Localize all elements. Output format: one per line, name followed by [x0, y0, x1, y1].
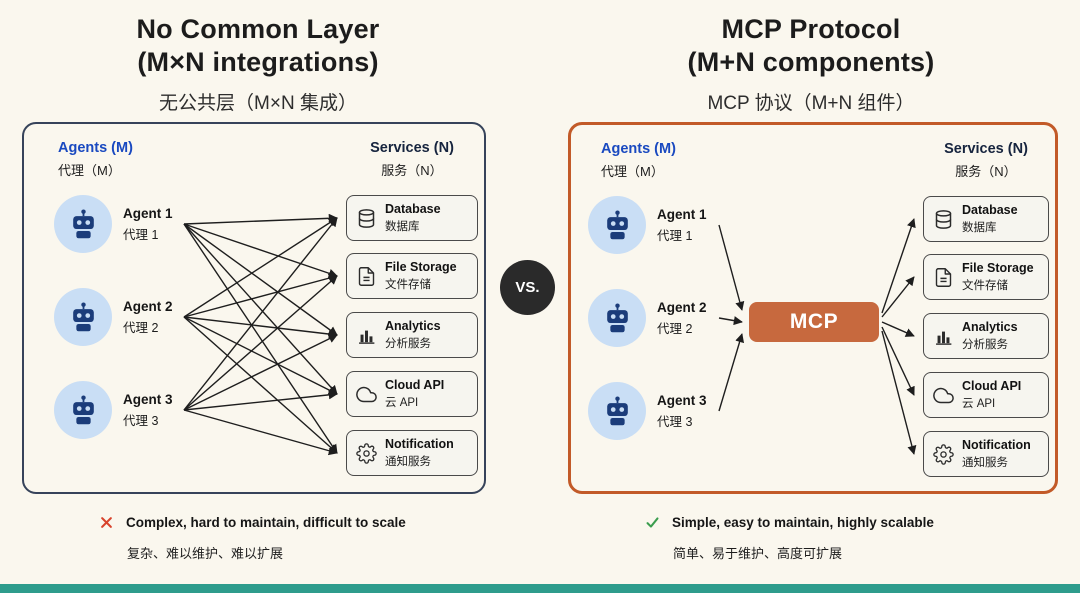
left-agents-header: Agents (M) 代理（M） — [58, 140, 133, 179]
left-title-line1: No Common Layer — [136, 14, 380, 44]
services-header-label-zh: 服务（N） — [955, 164, 1017, 179]
service-label-zh: 云 API — [962, 398, 996, 410]
agent-1: Agent 1 代理 1 — [54, 195, 173, 253]
agent-3: Agent 3 代理 3 — [588, 382, 707, 440]
right-subtitle: MCP 协议（M+N 组件） — [707, 93, 915, 114]
database-icon — [933, 209, 954, 230]
service-label: Notification — [962, 438, 1031, 452]
service-label: File Storage — [962, 261, 1034, 275]
cloud-icon — [933, 385, 954, 406]
robot-icon — [54, 195, 112, 253]
vs-badge: VS. — [500, 260, 555, 315]
agent-2: Agent 2 代理 2 — [54, 288, 173, 346]
service-box-database: Database 数据库 — [923, 196, 1049, 242]
agent-label: Agent 1 — [657, 206, 707, 222]
agents-header-label: Agents (M) — [58, 140, 133, 156]
service-label: Analytics — [385, 319, 441, 333]
services-header-label-zh: 服务（N） — [381, 163, 443, 178]
agent-1: Agent 1 代理 1 — [588, 196, 707, 254]
left-title-block: No Common Layer (M×N integrations) 无公共层（… — [0, 13, 516, 115]
service-label: Database — [385, 202, 441, 216]
agent-label: Agent 3 — [123, 391, 173, 407]
agent-label: Agent 1 — [123, 205, 173, 221]
agent-label: Agent 2 — [657, 299, 707, 315]
service-box-cloud-api: Cloud API 云 API — [346, 371, 478, 417]
right-title-line2: (M+N components) — [687, 47, 935, 77]
file-icon — [356, 266, 377, 287]
agent-label: Agent 2 — [123, 298, 173, 314]
bar-chart-icon — [933, 326, 954, 347]
robot-icon — [54, 288, 112, 346]
service-label: Notification — [385, 437, 454, 451]
bottom-accent-bar — [0, 584, 1080, 593]
right-services-header: Services (N) 服务（N） — [923, 141, 1049, 180]
service-label-zh: 分析服务 — [962, 339, 1008, 351]
service-label-zh: 云 API — [385, 397, 419, 409]
agent-label-zh: 代理 1 — [657, 228, 693, 243]
robot-icon — [588, 382, 646, 440]
service-label: Cloud API — [385, 378, 445, 392]
agents-header-label-zh: 代理（M） — [58, 163, 121, 178]
service-label-zh: 通知服务 — [385, 456, 431, 468]
right-title-block: MCP Protocol (M+N components) MCP 协议（M+N… — [564, 13, 1058, 115]
no-common-layer-panel: Agents (M) 代理（M） Services (N) 服务（N） Agen… — [22, 122, 486, 494]
service-box-database: Database 数据库 — [346, 195, 478, 241]
left-verdict: Complex, hard to maintain, difficult to … — [99, 515, 406, 530]
robot-icon — [588, 289, 646, 347]
service-label-zh: 分析服务 — [385, 338, 431, 350]
agent-label-zh: 代理 3 — [657, 414, 693, 429]
agent-label-zh: 代理 1 — [123, 227, 159, 242]
service-label-zh: 通知服务 — [962, 457, 1008, 469]
bar-chart-icon — [356, 325, 377, 346]
gear-icon — [933, 444, 954, 465]
agent-label-zh: 代理 2 — [657, 321, 693, 336]
file-icon — [933, 267, 954, 288]
left-subtitle: 无公共层（M×N 集成） — [159, 93, 357, 114]
services-header-label: Services (N) — [944, 141, 1028, 157]
agent-3: Agent 3 代理 3 — [54, 381, 173, 439]
agents-header-label: Agents (M) — [601, 141, 676, 157]
service-box-analytics: Analytics 分析服务 — [346, 312, 478, 358]
service-label: Database — [962, 203, 1018, 217]
left-services-header: Services (N) 服务（N） — [346, 140, 478, 179]
service-label: Cloud API — [962, 379, 1022, 393]
right-verdict: Simple, easy to maintain, highly scalabl… — [645, 515, 934, 530]
robot-icon — [54, 381, 112, 439]
service-label-zh: 文件存储 — [385, 279, 431, 291]
service-box-file-storage: File Storage 文件存储 — [346, 253, 478, 299]
service-box-notification: Notification 通知服务 — [923, 431, 1049, 477]
left-verdict-text: Complex, hard to maintain, difficult to … — [126, 515, 406, 530]
service-label-zh: 数据库 — [962, 222, 997, 234]
service-box-cloud-api: Cloud API 云 API — [923, 372, 1049, 418]
right-verdict-text-zh: 简单、易于维护、高度可扩展 — [673, 546, 843, 561]
service-box-file-storage: File Storage 文件存储 — [923, 254, 1049, 300]
services-header-label: Services (N) — [370, 140, 454, 156]
gear-icon — [356, 443, 377, 464]
right-verdict-text: Simple, easy to maintain, highly scalabl… — [672, 515, 934, 530]
agents-header-label-zh: 代理（M） — [601, 164, 664, 179]
service-label: Analytics — [962, 320, 1018, 334]
agent-label-zh: 代理 3 — [123, 413, 159, 428]
x-icon — [99, 515, 114, 530]
robot-icon — [588, 196, 646, 254]
database-icon — [356, 208, 377, 229]
service-box-notification: Notification 通知服务 — [346, 430, 478, 476]
cloud-icon — [356, 384, 377, 405]
right-agents-header: Agents (M) 代理（M） — [601, 141, 676, 180]
service-label: File Storage — [385, 260, 457, 274]
service-label-zh: 数据库 — [385, 221, 420, 233]
left-title-line2: (M×N integrations) — [137, 47, 379, 77]
service-label-zh: 文件存储 — [962, 280, 1008, 292]
agent-label: Agent 3 — [657, 392, 707, 408]
check-icon — [645, 515, 660, 530]
agent-2: Agent 2 代理 2 — [588, 289, 707, 347]
agent-label-zh: 代理 2 — [123, 320, 159, 335]
mcp-protocol-panel: Agents (M) 代理（M） Services (N) 服务（N） Agen… — [568, 122, 1058, 494]
service-box-analytics: Analytics 分析服务 — [923, 313, 1049, 359]
mcp-box: MCP — [749, 302, 879, 342]
right-title-line1: MCP Protocol — [721, 14, 901, 44]
left-verdict-text-zh: 复杂、难以维护、难以扩展 — [127, 546, 284, 561]
